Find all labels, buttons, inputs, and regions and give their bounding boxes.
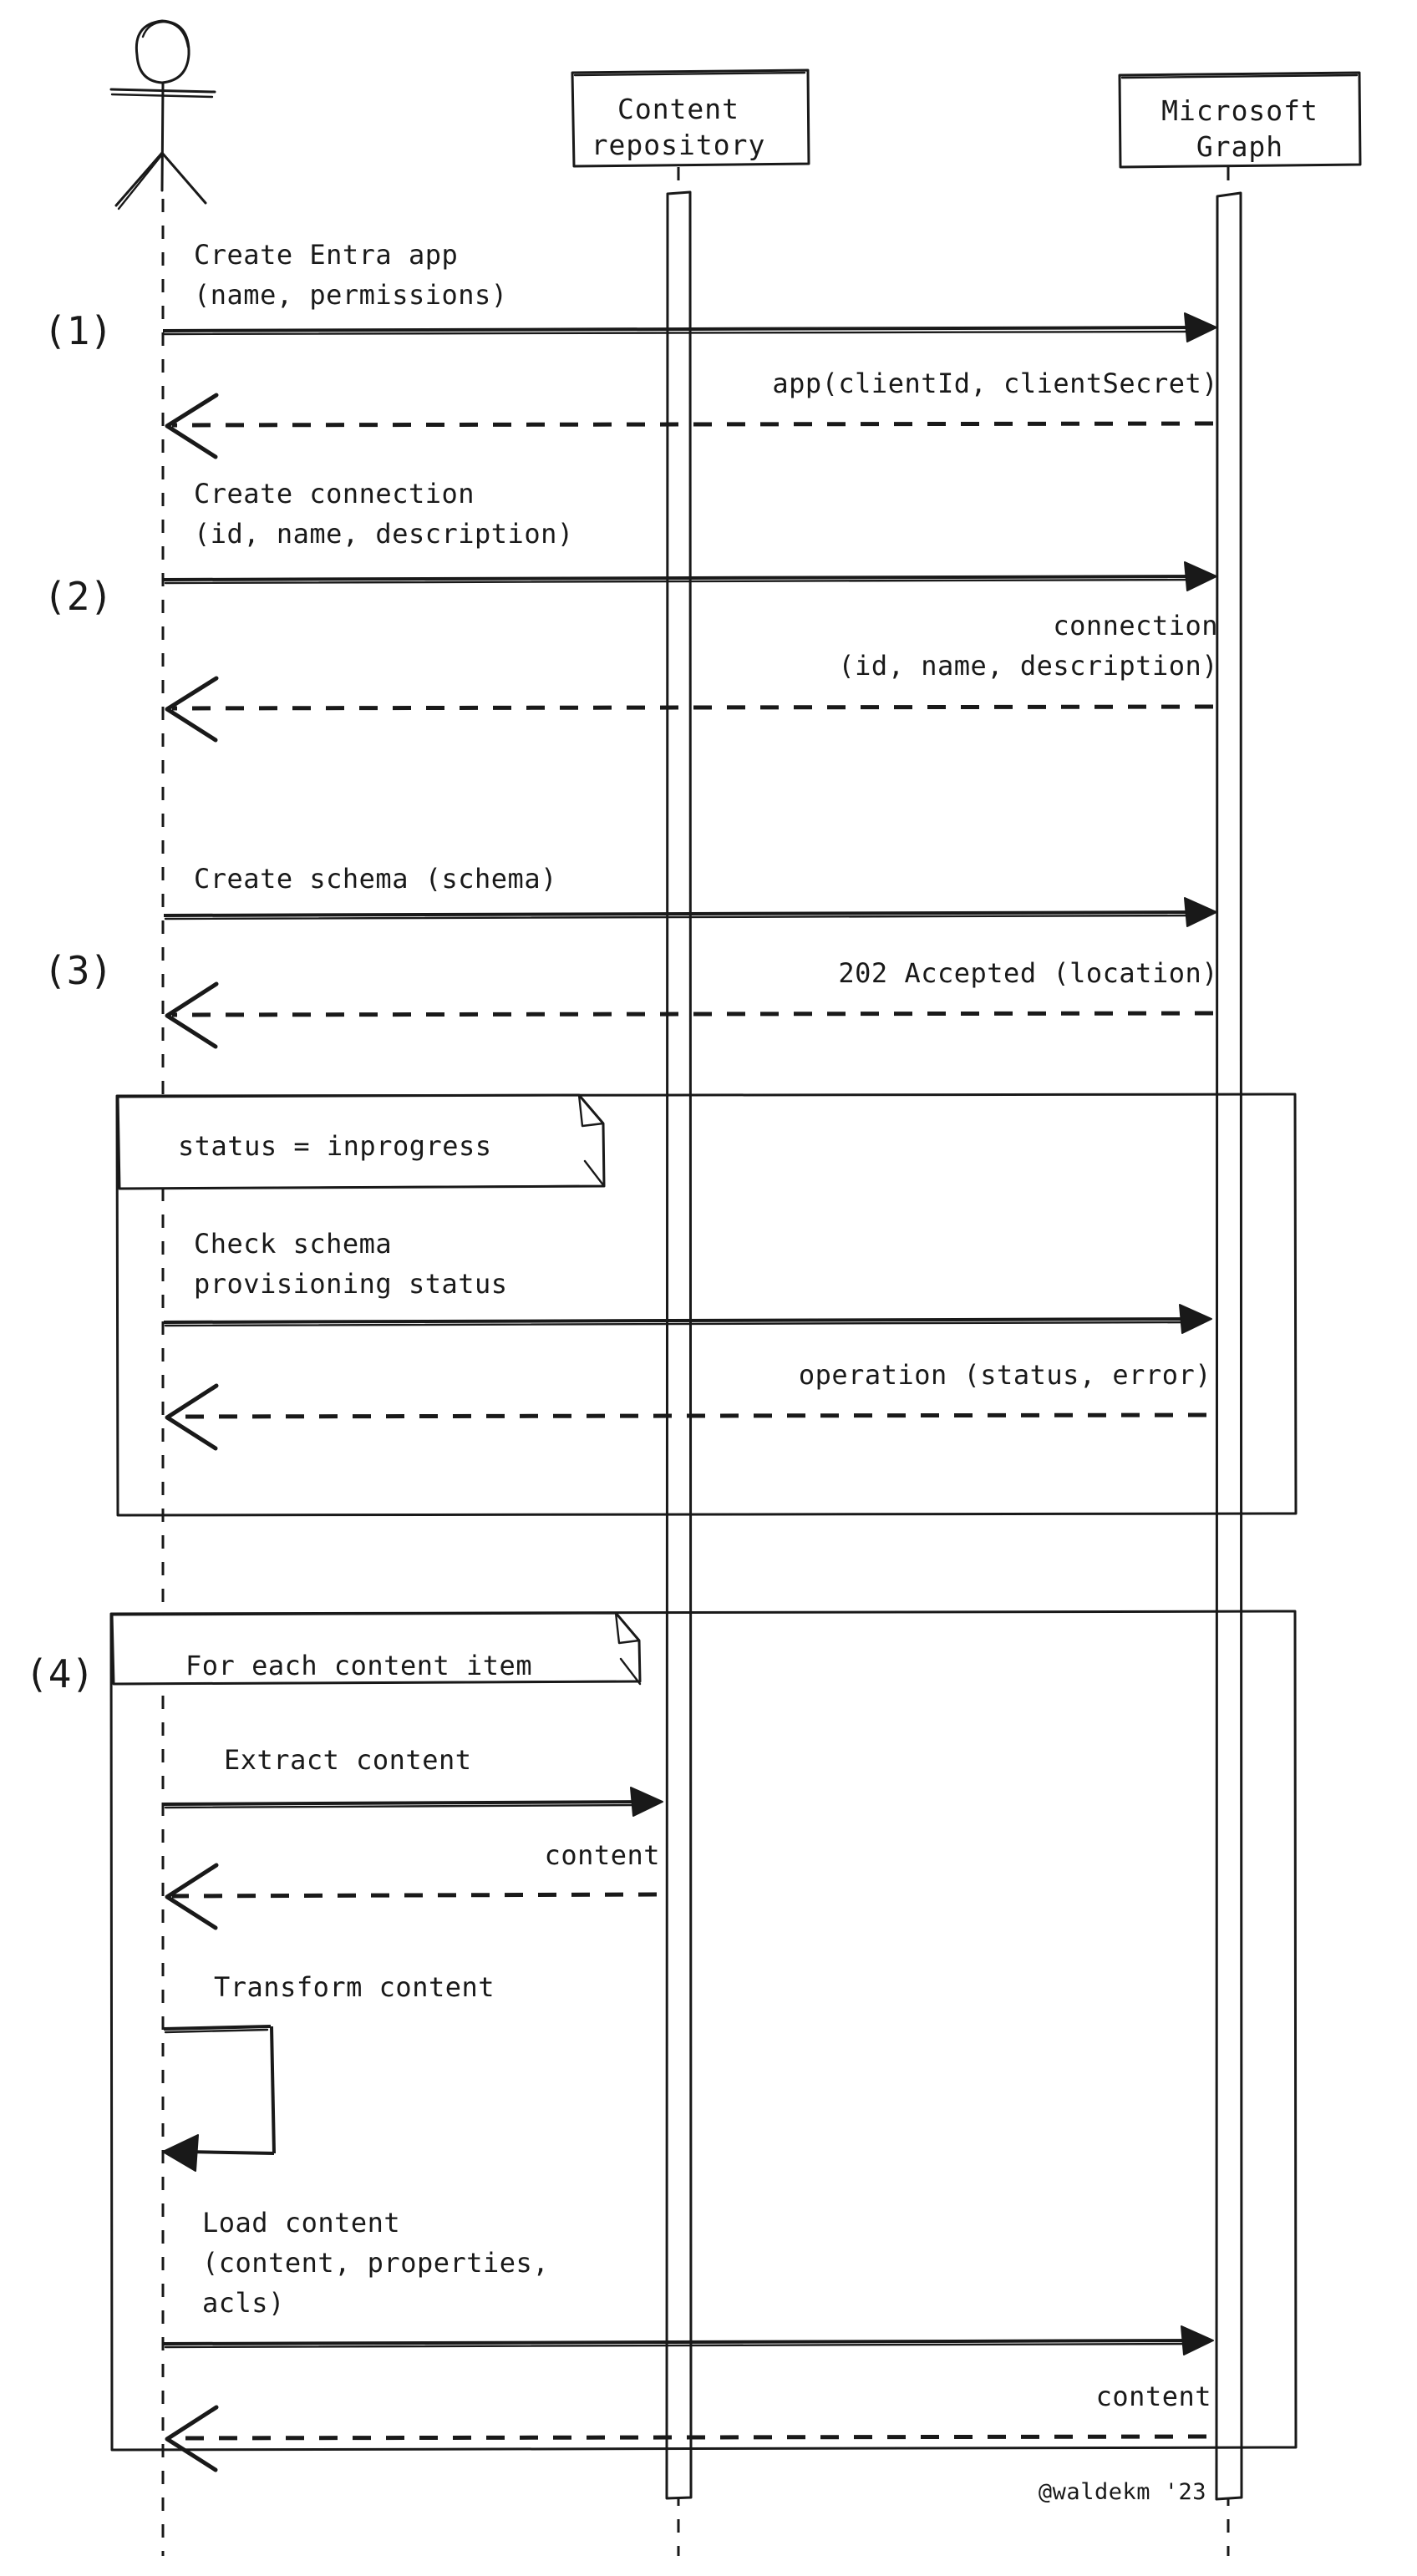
message-label-m12-line1: Load content	[202, 2207, 400, 2239]
message-label-m2: app(clientId, clientSecret)	[772, 368, 1218, 399]
message-create-schema: Create schema (schema)	[163, 863, 1217, 927]
message-content-response-graph: content	[165, 2381, 1211, 2472]
diagram-signature: @waldekm '23	[1039, 2479, 1206, 2505]
message-connection-response: connection (id, name, description)	[165, 610, 1218, 743]
message-operation-status: operation (status, error)	[165, 1359, 1211, 1451]
loop-label-status-inprogress: status = inprogress	[178, 1130, 492, 1162]
message-label-m11: Transform content	[214, 1971, 495, 2003]
message-load-content: Load content (content, properties, acls)	[163, 2207, 1214, 2355]
message-label-m6: 202 Accepted (location)	[838, 957, 1218, 989]
message-label-m1-line1: Create Entra app	[194, 239, 458, 271]
step-number-3: (3)	[43, 948, 113, 993]
message-label-m5: Create schema (schema)	[194, 863, 557, 895]
loop-frame-status-inprogress: status = inprogress Check schema provisi…	[115, 1093, 1298, 1517]
message-202-accepted: 202 Accepted (location)	[165, 957, 1218, 1049]
message-label-m12-line3: acls)	[202, 2287, 285, 2319]
loop-label-for-each-content-item: For each content item	[185, 1650, 532, 1681]
message-content-response-repository: content	[165, 1839, 660, 1930]
participant-label-content-repository-line2: repository	[592, 129, 766, 161]
message-transform-content-self: Transform content	[162, 1971, 495, 2172]
message-label-m13: content	[1096, 2381, 1211, 2412]
participant-box-microsoft-graph: Microsoft Graph	[1118, 71, 1362, 169]
message-app-credentials: app(clientId, clientSecret)	[165, 368, 1218, 459]
loop-frame-for-each-content-item: For each content item Extract content co…	[109, 1610, 1298, 2472]
message-label-m10: content	[545, 1839, 660, 1871]
message-label-m7-line1: Check schema	[194, 1228, 392, 1260]
message-label-m3-line1: Create connection	[194, 478, 475, 510]
step-number-2: (2)	[43, 574, 113, 619]
message-label-m4-line1: connection	[1053, 610, 1218, 641]
actor-stick-figure	[109, 19, 216, 210]
message-label-m7-line2: provisioning status	[194, 1268, 508, 1300]
activation-bar-microsoft-graph	[1215, 191, 1243, 2501]
step-number-4: (4)	[25, 1651, 94, 1696]
message-label-m8: operation (status, error)	[799, 1359, 1211, 1391]
message-create-entra-app: Create Entra app (name, permissions)	[162, 239, 1217, 342]
participant-label-microsoft-graph-line1: Microsoft	[1161, 94, 1318, 127]
message-label-m3-line2: (id, name, description)	[194, 518, 574, 550]
participant-box-content-repository: Content repository	[571, 68, 810, 168]
step-number-1: (1)	[43, 308, 113, 353]
message-label-m4-line2: (id, name, description)	[838, 650, 1218, 682]
participant-label-content-repository-line1: Content	[617, 93, 739, 125]
message-create-connection: Create connection (id, name, description…	[163, 478, 1217, 591]
message-label-m1-line2: (name, permissions)	[194, 279, 508, 311]
message-check-schema-status: Check schema provisioning status	[163, 1228, 1212, 1334]
message-extract-content: Extract content	[163, 1744, 663, 1817]
message-label-m9: Extract content	[224, 1744, 471, 1776]
message-label-m12-line2: (content, properties,	[202, 2247, 549, 2279]
participant-label-microsoft-graph-line2: Graph	[1196, 130, 1283, 163]
activation-bar-content-repository	[665, 190, 693, 2500]
